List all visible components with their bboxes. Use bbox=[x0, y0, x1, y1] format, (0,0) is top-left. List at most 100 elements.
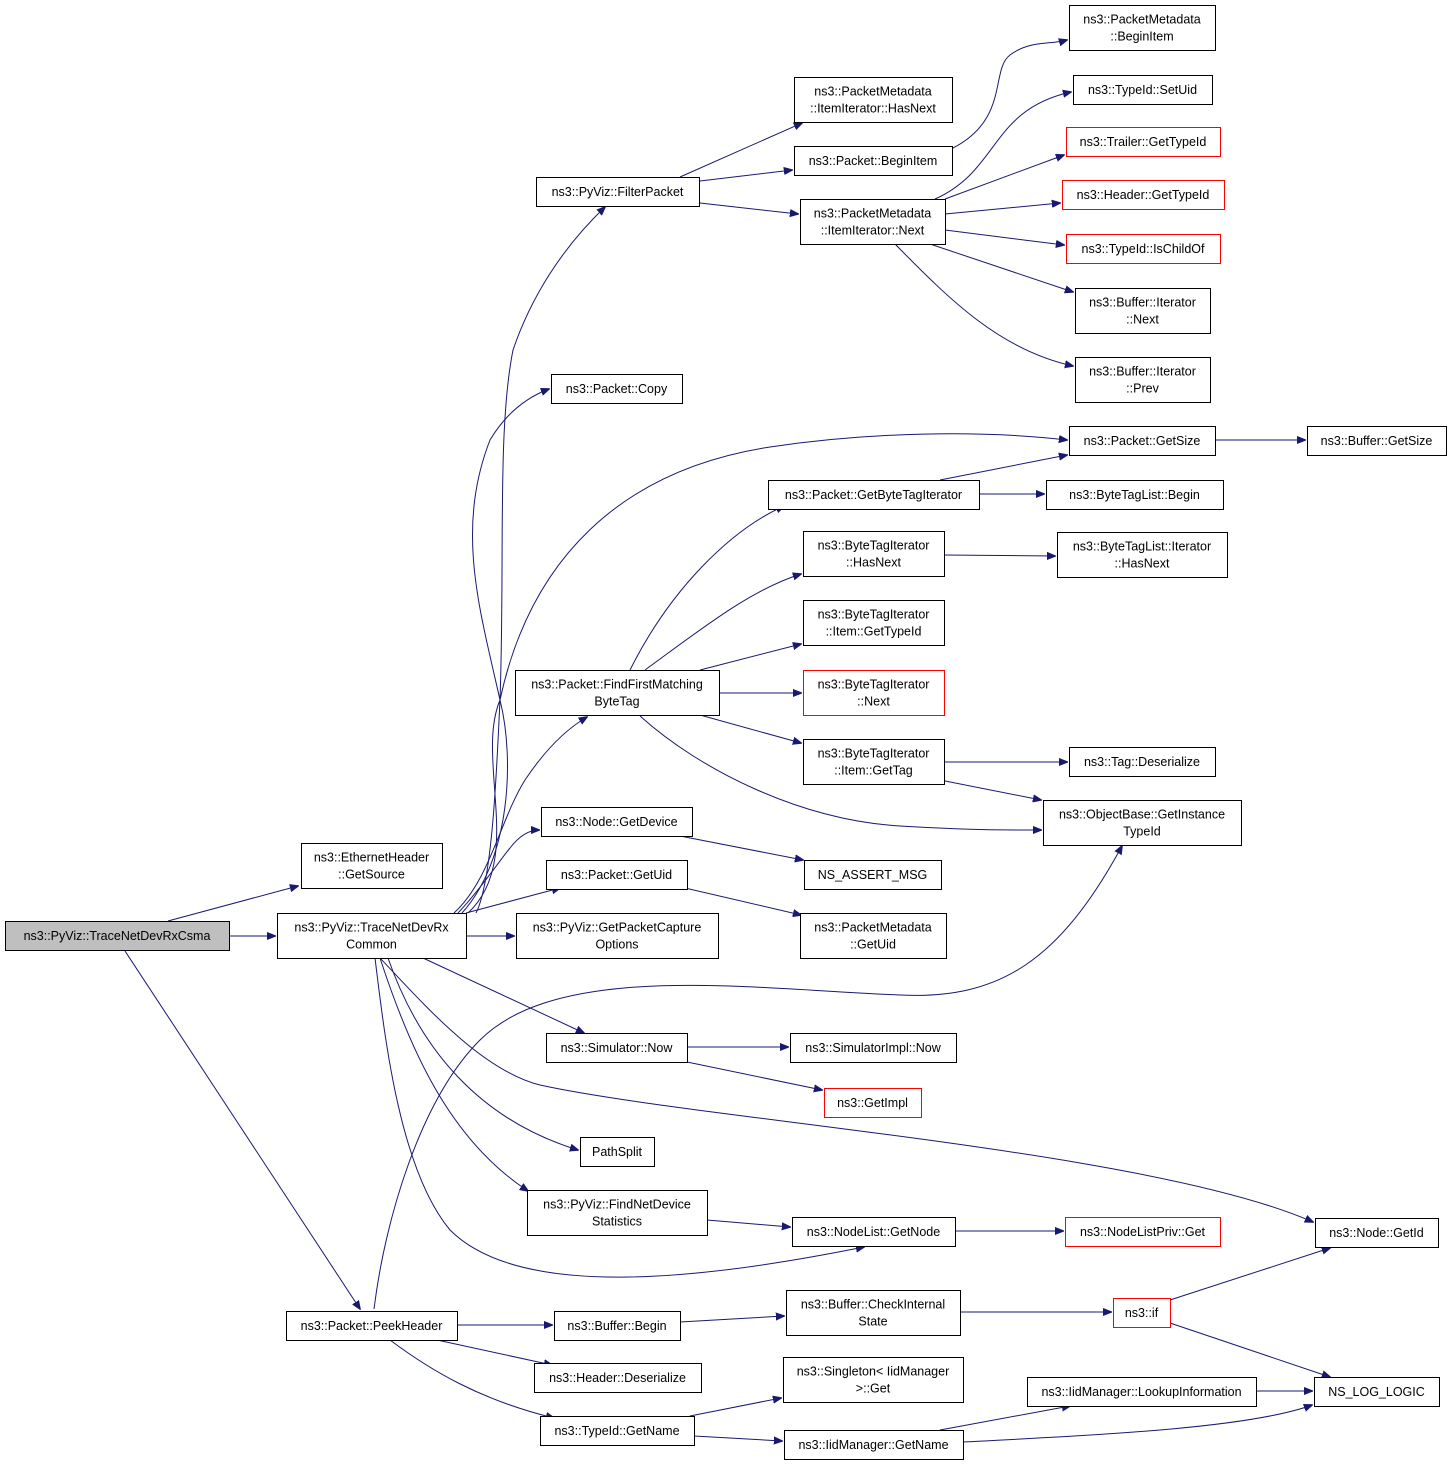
edge-pmnext-to-ischildof bbox=[944, 229, 1064, 245]
node-btliterhasnext[interactable]: ns3::ByteTagList::Iterator::HasNext bbox=[1057, 532, 1228, 578]
node-label: >::Get bbox=[856, 1382, 891, 1396]
node-singleton[interactable]: ns3::Singleton< IidManager>::Get bbox=[783, 1357, 964, 1403]
node-getbtiter[interactable]: ns3::Packet::GetByteTagIterator bbox=[768, 480, 980, 510]
node-hdrdeser[interactable]: ns3::Header::Deserialize bbox=[534, 1363, 702, 1393]
node-box bbox=[546, 860, 688, 890]
node-root[interactable]: ns3::PyViz::TraceNetDevRxCsma bbox=[5, 921, 230, 951]
node-box bbox=[824, 1088, 922, 1118]
node-label: ::Next bbox=[1126, 313, 1159, 327]
node-btnext[interactable]: ns3::ByteTagIterator::Next bbox=[803, 670, 945, 716]
node-pktgetsize[interactable]: ns3::Packet::GetSize bbox=[1069, 426, 1216, 456]
node-box bbox=[1307, 426, 1447, 456]
node-eth[interactable]: ns3::EthernetHeader::GetSource bbox=[301, 843, 443, 889]
node-bufiterprev[interactable]: ns3::Buffer::Iterator::Prev bbox=[1075, 357, 1211, 403]
edge-nsif-to-nslog bbox=[1169, 1322, 1330, 1377]
node-nsif[interactable]: ns3::if bbox=[1113, 1298, 1171, 1328]
edge-common-to-pathsplit bbox=[387, 957, 578, 1150]
node-pmgetuid[interactable]: ns3::PacketMetadata::GetUid bbox=[800, 913, 947, 959]
node-simnow[interactable]: ns3::Simulator::Now bbox=[546, 1033, 688, 1063]
edge-common-to-getdevice bbox=[457, 830, 539, 914]
node-label: ns3::Packet::GetByteTagIterator bbox=[785, 488, 962, 502]
node-simimplnow[interactable]: ns3::SimulatorImpl::Now bbox=[790, 1033, 957, 1063]
node-tagdeser[interactable]: ns3::Tag::Deserialize bbox=[1069, 747, 1216, 777]
edge-iidgetname-to-nslog bbox=[962, 1405, 1312, 1443]
node-setuid[interactable]: ns3::TypeId::SetUid bbox=[1073, 75, 1213, 105]
node-label: ns3::PacketMetadata bbox=[814, 921, 931, 935]
node-label: ns3::Header::GetTypeId bbox=[1077, 188, 1210, 202]
node-getdevice[interactable]: ns3::Node::GetDevice bbox=[541, 807, 693, 837]
node-pmnext[interactable]: ns3::PacketMetadata::ItemIterator::Next bbox=[800, 199, 946, 245]
edge-findfirst-to-getbtiter bbox=[629, 506, 784, 671]
node-bufgetsize[interactable]: ns3::Buffer::GetSize bbox=[1307, 426, 1447, 456]
node-bufbegin[interactable]: ns3::Buffer::Begin bbox=[554, 1311, 681, 1341]
node-copy[interactable]: ns3::Packet::Copy bbox=[551, 374, 683, 404]
node-box bbox=[540, 1416, 695, 1446]
node-label: ns3::Packet::FindFirstMatching bbox=[531, 678, 703, 692]
node-lookup[interactable]: ns3::IidManager::LookupInformation bbox=[1027, 1377, 1257, 1407]
node-box bbox=[1069, 5, 1216, 51]
node-box bbox=[534, 1363, 702, 1393]
node-peek[interactable]: ns3::Packet::PeekHeader bbox=[286, 1311, 458, 1341]
node-nodegetid[interactable]: ns3::Node::GetId bbox=[1315, 1218, 1439, 1248]
node-label: ::GetSource bbox=[338, 868, 405, 882]
node-nlgetnode[interactable]: ns3::NodeList::GetNode bbox=[792, 1217, 956, 1247]
node-box bbox=[546, 1033, 688, 1063]
node-tidname[interactable]: ns3::TypeId::GetName bbox=[540, 1416, 695, 1446]
node-nlpget[interactable]: ns3::NodeListPriv::Get bbox=[1065, 1217, 1221, 1247]
node-label: ns3::PyViz::TraceNetDevRxCsma bbox=[24, 929, 211, 943]
node-box bbox=[792, 1217, 956, 1247]
edge-common-to-nlgetnode bbox=[374, 957, 864, 1278]
edge-pmnext-to-bufiternext bbox=[929, 243, 1073, 292]
node-headertid[interactable]: ns3::Header::GetTypeId bbox=[1062, 180, 1225, 210]
node-box bbox=[803, 600, 945, 646]
node-label: ns3::Packet::GetSize bbox=[1084, 434, 1201, 448]
node-label: ns3::ByteTagIterator bbox=[818, 747, 930, 761]
node-label: ::Item::GetTypeId bbox=[826, 625, 922, 639]
edge-simnow-to-getimpl bbox=[686, 1061, 822, 1090]
edge-common-to-copy bbox=[461, 389, 549, 914]
node-label: ::HasNext bbox=[1115, 557, 1170, 571]
node-pktbeginitem[interactable]: ns3::Packet::BeginItem bbox=[794, 146, 953, 176]
edge-pmnext-to-setuid bbox=[934, 92, 1071, 200]
node-label: ns3::Singleton< IidManager bbox=[797, 1365, 950, 1379]
node-bthasnext[interactable]: ns3::ByteTagIterator::HasNext bbox=[803, 531, 945, 577]
node-box bbox=[1057, 532, 1228, 578]
node-getuid[interactable]: ns3::Packet::GetUid bbox=[546, 860, 688, 890]
node-btitemgettag[interactable]: ns3::ByteTagIterator::Item::GetTag bbox=[803, 739, 945, 785]
edge-common-to-findfirst bbox=[453, 717, 587, 914]
node-label: ns3::Buffer::GetSize bbox=[1321, 434, 1433, 448]
node-box bbox=[804, 860, 942, 890]
node-box bbox=[1069, 426, 1216, 456]
node-ischildof[interactable]: ns3::TypeId::IsChildOf bbox=[1066, 234, 1221, 264]
node-assert[interactable]: NS_ASSERT_MSG bbox=[804, 860, 942, 890]
node-filter[interactable]: ns3::PyViz::FilterPacket bbox=[536, 177, 700, 207]
node-label: ::Item::GetTag bbox=[834, 764, 913, 778]
node-label: ns3::Tag::Deserialize bbox=[1084, 755, 1200, 769]
node-box bbox=[794, 77, 953, 123]
node-getimpl[interactable]: ns3::GetImpl bbox=[824, 1088, 922, 1118]
node-label: State bbox=[858, 1315, 887, 1329]
node-box bbox=[277, 913, 467, 959]
node-btitemtid[interactable]: ns3::ByteTagIterator::Item::GetTypeId bbox=[803, 600, 945, 646]
node-trailertid[interactable]: ns3::Trailer::GetTypeId bbox=[1066, 127, 1221, 157]
node-box bbox=[1113, 1298, 1171, 1328]
node-label: ns3::NodeList::GetNode bbox=[807, 1225, 940, 1239]
node-label: ns3::Buffer::Iterator bbox=[1089, 296, 1196, 310]
node-label: ns3::Packet::BeginItem bbox=[809, 154, 938, 168]
node-iidgetname[interactable]: ns3::IidManager::GetName bbox=[784, 1430, 964, 1460]
node-label: ns3::IidManager::LookupInformation bbox=[1041, 1385, 1241, 1399]
node-pmbeginitem[interactable]: ns3::PacketMetadata::BeginItem bbox=[1069, 5, 1216, 51]
node-nslog[interactable]: NS_LOG_LOGIC bbox=[1314, 1377, 1440, 1407]
node-bufiternext[interactable]: ns3::Buffer::Iterator::Next bbox=[1075, 288, 1211, 334]
node-box bbox=[786, 1290, 961, 1336]
node-pmhasnext[interactable]: ns3::PacketMetadata::ItemIterator::HasNe… bbox=[794, 77, 953, 123]
node-pathsplit[interactable]: PathSplit bbox=[580, 1137, 655, 1167]
node-btlbegin[interactable]: ns3::ByteTagList::Begin bbox=[1046, 480, 1224, 510]
